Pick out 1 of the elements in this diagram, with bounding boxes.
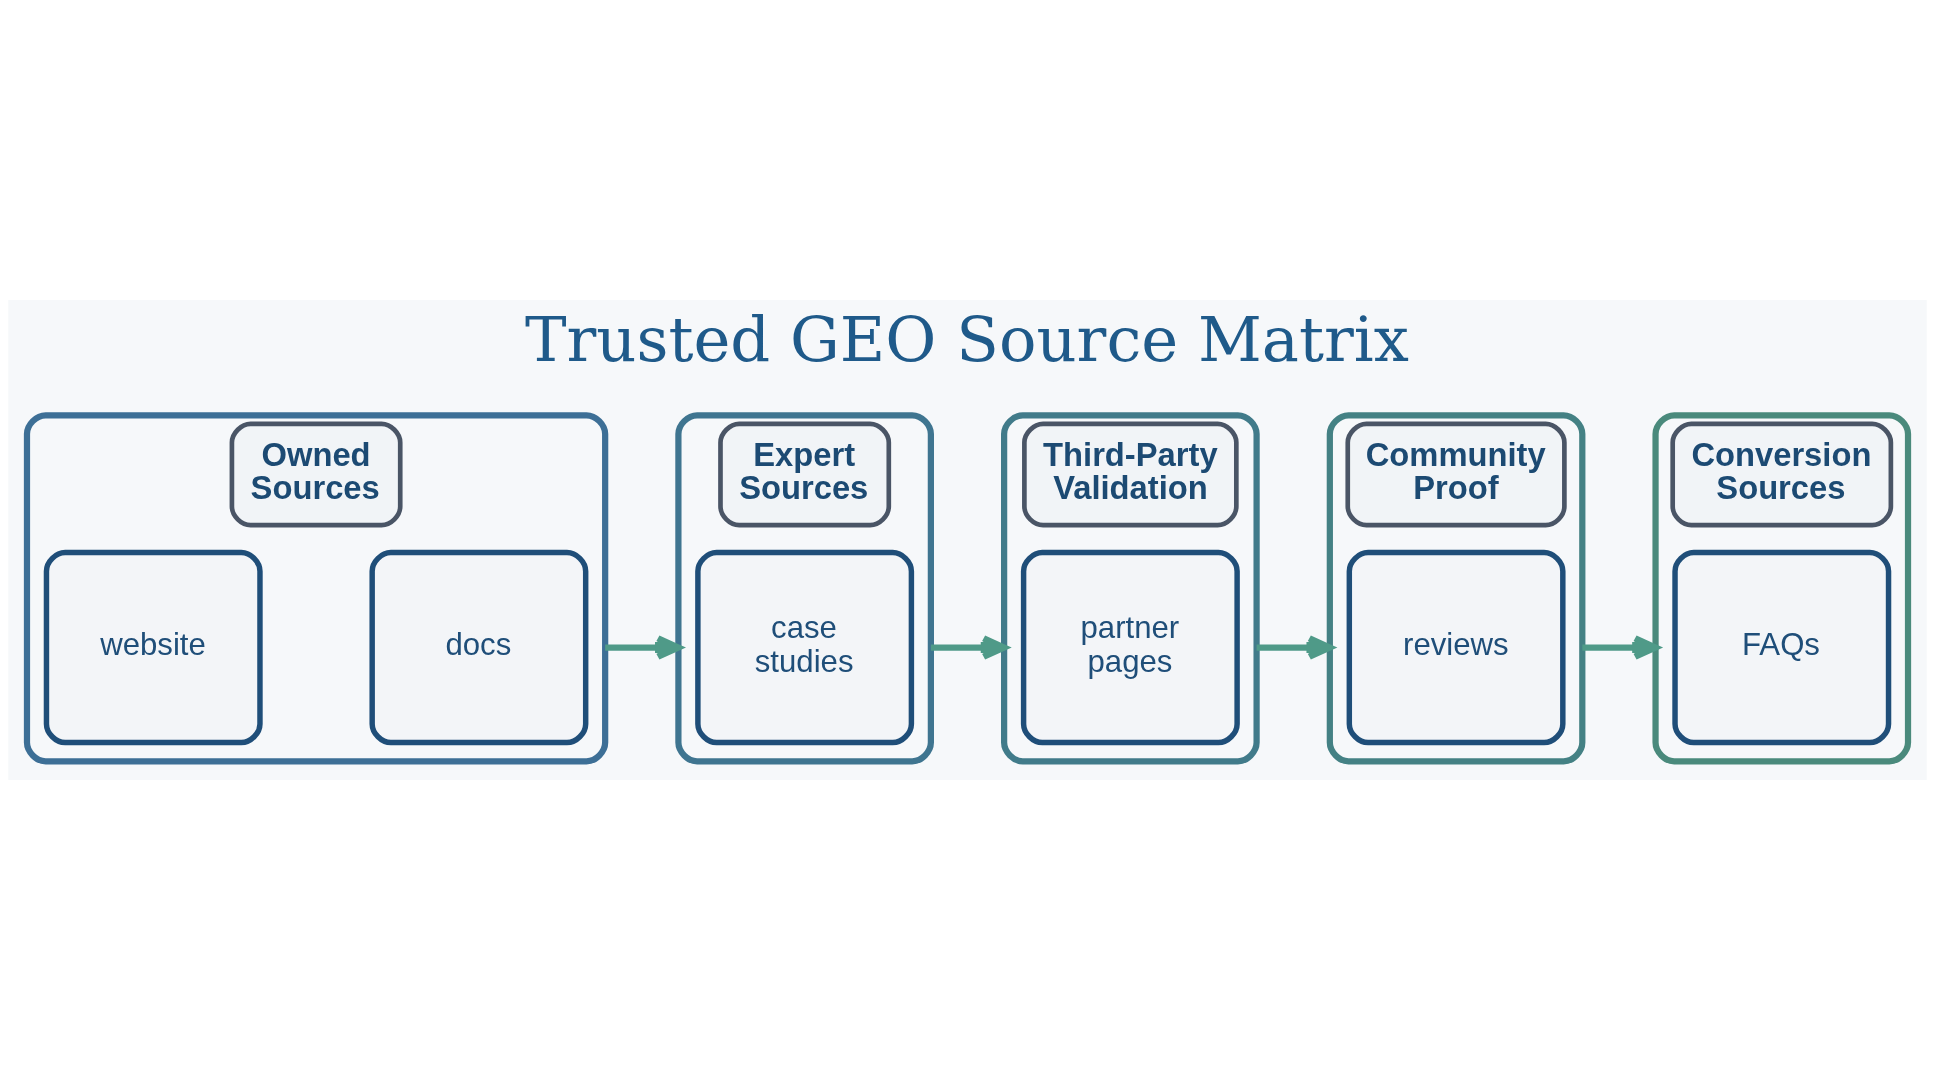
diagram-title: Trusted GEO Source Matrix xyxy=(524,302,1409,376)
